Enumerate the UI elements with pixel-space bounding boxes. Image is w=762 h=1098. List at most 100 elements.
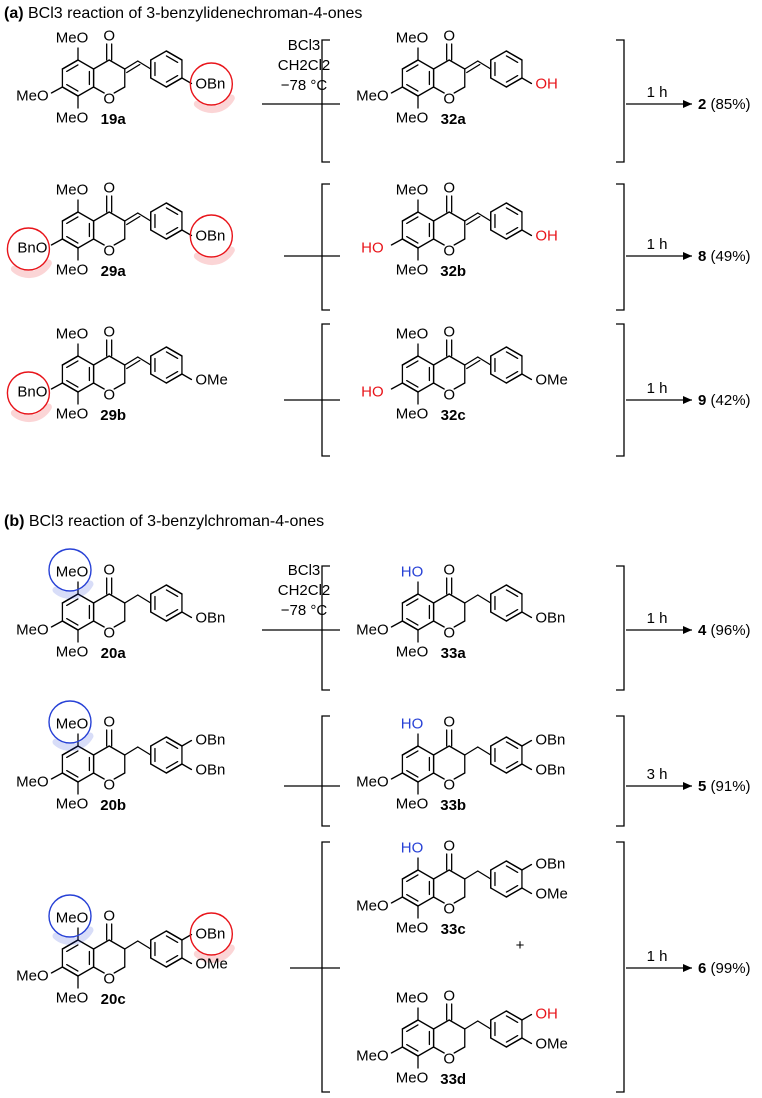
ring-oxygen: O bbox=[103, 625, 115, 642]
plus-sign: + bbox=[516, 937, 525, 954]
compound-label: 19a bbox=[101, 111, 127, 128]
aryl-substituent: OMe bbox=[535, 372, 568, 389]
c5-substituent: HO bbox=[401, 716, 424, 733]
arrow-8: 1 h 8 (49%) bbox=[626, 236, 751, 265]
aryl-substituent: OBn bbox=[535, 762, 565, 779]
c7-substituent: MeO bbox=[356, 774, 389, 791]
c7-substituent: MeO bbox=[16, 88, 49, 105]
conditions-a: BCl3 CH2Cl2 −78 °C bbox=[278, 37, 331, 94]
c8-methoxy: MeO bbox=[56, 406, 89, 423]
product-yield: 2 (85%) bbox=[698, 96, 751, 113]
c5-substituent: MeO bbox=[56, 564, 89, 581]
c7-substituent: MeO bbox=[356, 88, 389, 105]
aryl-substituent: OMe bbox=[535, 886, 568, 903]
ring-oxygen: O bbox=[443, 243, 455, 260]
ring-oxygen: O bbox=[103, 243, 115, 260]
reaction-time: 1 h bbox=[647, 380, 668, 397]
c7-substituent: MeO bbox=[356, 622, 389, 639]
compound-label: 33d bbox=[440, 1071, 466, 1088]
aryl-substituent: OBn bbox=[535, 610, 565, 627]
carbonyl-oxygen: O bbox=[443, 180, 455, 197]
c5-substituent: MeO bbox=[396, 30, 429, 47]
aryl-substituent: OBn bbox=[195, 732, 225, 749]
reaction-time: 1 h bbox=[647, 84, 668, 101]
ring-oxygen: O bbox=[443, 1051, 455, 1068]
reaction-time: 1 h bbox=[647, 236, 668, 253]
aryl-substituent: OBn bbox=[195, 76, 225, 93]
c7-substituent: HO bbox=[361, 240, 384, 257]
c5-substituent: HO bbox=[401, 564, 424, 581]
carbonyl-oxygen: O bbox=[443, 562, 455, 579]
reaction-time: 1 h bbox=[647, 610, 668, 627]
compound-label: 29b bbox=[100, 407, 126, 424]
c8-methoxy: MeO bbox=[56, 262, 89, 279]
c5-substituent: MeO bbox=[56, 182, 89, 199]
compound-label: 32a bbox=[441, 111, 467, 128]
bracket-33c bbox=[321, 841, 625, 1093]
carbonyl-oxygen: O bbox=[443, 988, 455, 1005]
c5-substituent: MeO bbox=[396, 326, 429, 343]
ring-oxygen: O bbox=[103, 971, 115, 988]
compound-label: 33a bbox=[441, 645, 467, 662]
compound-label: 33b bbox=[440, 797, 466, 814]
c8-methoxy: MeO bbox=[396, 262, 429, 279]
conditions-b: BCl3 CH2Cl2 −78 °C bbox=[278, 562, 331, 619]
bracket-33a bbox=[321, 565, 625, 691]
carbonyl-oxygen: O bbox=[103, 562, 115, 579]
aryl-substituent: OBn bbox=[535, 856, 565, 873]
c8-methoxy: MeO bbox=[396, 406, 429, 423]
reaction-time: 3 h bbox=[647, 766, 668, 783]
aryl-substituent: OMe bbox=[535, 1036, 568, 1053]
product-yield: 6 (99%) bbox=[698, 960, 751, 977]
ring-oxygen: O bbox=[443, 387, 455, 404]
arrow-9: 1 h9 (42%) bbox=[626, 380, 751, 409]
carbonyl-oxygen: O bbox=[443, 324, 455, 341]
svg-text:−78 °C: −78 °C bbox=[281, 77, 328, 94]
c8-methoxy: MeO bbox=[396, 1070, 429, 1087]
svg-text:CH2Cl2: CH2Cl2 bbox=[278, 582, 331, 599]
arrow-6: 1 h6 (99%) bbox=[626, 948, 751, 977]
c7-substituent: MeO bbox=[16, 622, 49, 639]
c5-substituent: MeO bbox=[56, 716, 89, 733]
product-yield: 8 (49%) bbox=[698, 248, 751, 265]
ring-oxygen: O bbox=[443, 901, 455, 918]
compound-label: 29a bbox=[101, 263, 127, 280]
c5-substituent: MeO bbox=[396, 990, 429, 1007]
aryl-substituent: OMe bbox=[195, 956, 228, 973]
svg-text:CH2Cl2: CH2Cl2 bbox=[278, 57, 331, 74]
bracket-32b bbox=[321, 183, 625, 311]
compound-label: 20a bbox=[101, 645, 127, 662]
c5-substituent: MeO bbox=[396, 182, 429, 199]
aryl-substituent: OH bbox=[535, 1006, 558, 1023]
c7-substituent: BnO bbox=[17, 240, 47, 257]
ring-oxygen: O bbox=[443, 91, 455, 108]
carbonyl-oxygen: O bbox=[103, 324, 115, 341]
c8-methoxy: MeO bbox=[396, 920, 429, 937]
aryl-substituent: OBn bbox=[195, 228, 225, 245]
c5-substituent: MeO bbox=[56, 910, 89, 927]
section-b-header: (b) BCl3 reaction of 3-benzylchroman-4-o… bbox=[4, 513, 324, 530]
section-a-header: (a) BCl3 reaction of 3-benzylidenechroma… bbox=[4, 5, 362, 22]
c8-methoxy: MeO bbox=[56, 644, 89, 661]
carbonyl-oxygen: O bbox=[443, 714, 455, 731]
carbonyl-oxygen: O bbox=[103, 908, 115, 925]
c8-methoxy: MeO bbox=[56, 990, 89, 1007]
compound-label: 20b bbox=[100, 797, 126, 814]
c7-substituent: MeO bbox=[16, 774, 49, 791]
aryl-substituent: OBn bbox=[195, 762, 225, 779]
aryl-substituent: OBn bbox=[195, 926, 225, 943]
bracket-33b bbox=[321, 715, 625, 827]
aryl-substituent: OMe bbox=[195, 372, 228, 389]
c8-methoxy: MeO bbox=[56, 110, 89, 127]
product-yield: 5 (91%) bbox=[698, 778, 751, 795]
